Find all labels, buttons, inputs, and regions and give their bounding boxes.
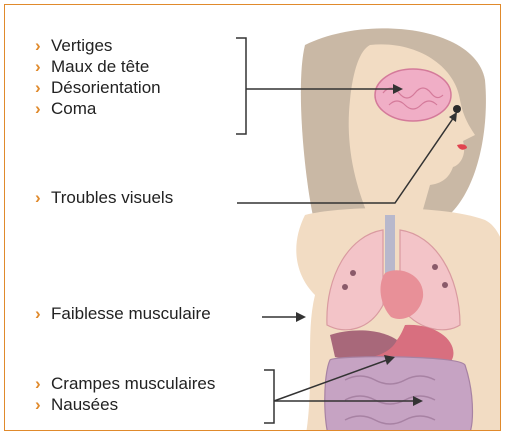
label-group-gut: ›Crampes musculaires ›Nausées [35, 373, 215, 415]
label-group-head: ›Vertiges ›Maux de tête ›Désorientation … [35, 35, 161, 119]
arrow-muscles-tip [296, 312, 306, 322]
chevron-right-icon: › [35, 56, 47, 77]
symptom-label: ›Coma [35, 98, 161, 119]
chevron-right-icon: › [35, 187, 47, 208]
lung-nodule [432, 264, 438, 270]
symptom-label: ›Vertiges [35, 35, 161, 56]
symptom-label: ›Maux de tête [35, 56, 161, 77]
bracket-head [236, 38, 246, 134]
bracket-gut [264, 370, 274, 423]
lung-nodule [442, 282, 448, 288]
chevron-right-icon: › [35, 77, 47, 98]
symptom-label: ›Faiblesse musculaire [35, 303, 211, 324]
symptom-label: ›Nausées [35, 394, 215, 415]
diagram-frame: ›Vertiges ›Maux de tête ›Désorientation … [4, 4, 501, 431]
lung-nodule [342, 284, 348, 290]
symptom-label: ›Troubles visuels [35, 187, 173, 208]
lung-nodule [350, 270, 356, 276]
chevron-right-icon: › [35, 373, 47, 394]
symptom-label: ›Crampes musculaires [35, 373, 215, 394]
eye-shape [453, 105, 461, 113]
chevron-right-icon: › [35, 98, 47, 119]
label-group-muscles: ›Faiblesse musculaire [35, 303, 211, 324]
label-group-eyes: ›Troubles visuels [35, 187, 173, 208]
symptom-label: ›Désorientation [35, 77, 161, 98]
chevron-right-icon: › [35, 303, 47, 324]
chevron-right-icon: › [35, 35, 47, 56]
trachea-shape [385, 215, 395, 275]
chevron-right-icon: › [35, 394, 47, 415]
